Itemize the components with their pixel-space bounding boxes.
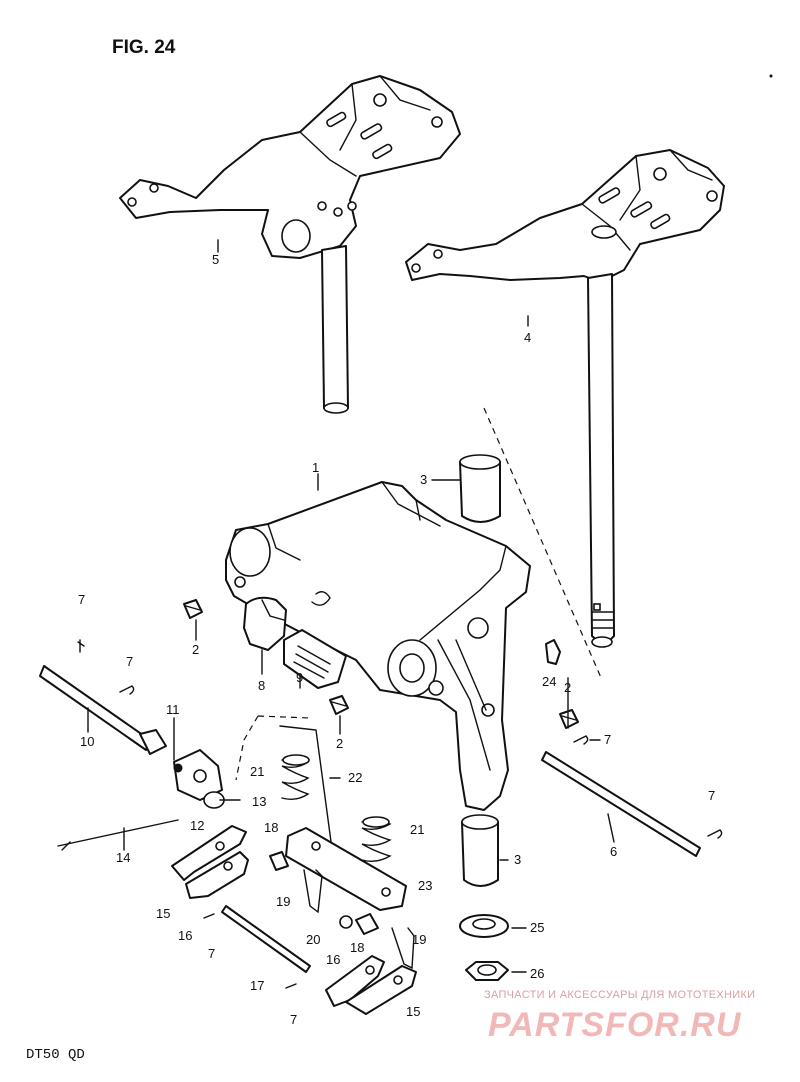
callout-8: 8 [258,678,265,693]
callout-19-a: 19 [276,894,290,909]
lock-rod-part [221,905,311,973]
spring-19-part [303,869,323,914]
grease-nipple-part [559,709,579,729]
callout-23: 23 [418,878,432,893]
rod-part [57,819,179,851]
collar-part [355,913,379,935]
tilt-shaft-left-part [39,665,167,755]
callout-7-c: 7 [604,732,611,747]
callout-2-b: 2 [336,736,343,751]
callout-22: 22 [348,770,362,785]
callout-12: 12 [190,818,204,833]
callout-5: 5 [212,252,219,267]
collar-part [269,851,289,871]
callout-21-a: 21 [250,764,264,779]
spring-19-part [391,927,415,970]
callout-21-b: 21 [410,822,424,837]
lock-plate-left-part [171,825,249,899]
callout-11: 11 [166,702,180,717]
watermark: ЗАПЧАСТИ И АКСЕССУАРЫ ДЛЯ МОТОТЕХНИКИ PA… [484,989,755,1044]
grease-nipple-part [183,599,203,619]
tilt-shaft-right-part [541,751,701,857]
cotter-pin-part [203,913,215,919]
washer-part [459,914,509,938]
callout-4: 4 [524,330,531,345]
cotter-pin-part [77,639,85,653]
grease-nipple-part [329,695,349,715]
lock-plate-right-part [325,955,417,1015]
cap-part [243,596,287,651]
bushing-upper-part [459,454,501,523]
leader-lines [87,239,615,973]
cotter-pin-part [119,685,135,695]
callout-labels: 5 4 1 3 3 7 7 7 7 7 7 2 2 2 8 9 24 10 11… [78,252,715,1027]
pad-part [283,629,347,689]
callout-9: 9 [296,670,303,685]
swivel-bracket-right-part [405,149,725,648]
callout-1: 1 [312,460,319,475]
lever-assembly-part [173,749,225,809]
callout-19-b: 19 [412,932,426,947]
callout-7-f: 7 [290,1012,297,1027]
bushing-lower-part [461,814,499,887]
watermark-caption: ЗАПЧАСТИ И АКСЕССУАРЫ ДЛЯ МОТОТЕХНИКИ [484,989,755,1001]
callout-16-a: 16 [178,928,192,943]
callout-7-a: 7 [78,592,85,607]
washer-20-part [339,915,353,929]
rod-22-part [279,725,335,865]
swivel-bracket-left-part [119,75,461,414]
callout-13: 13 [252,794,266,809]
callout-3-upper: 3 [420,472,427,487]
callout-17: 17 [250,978,264,993]
callout-25: 25 [530,920,544,935]
cotter-pin-part [707,829,723,839]
speck [769,74,773,78]
cotter-pin-part [285,983,297,989]
alignment-line [483,407,603,681]
callout-18-a: 18 [264,820,278,835]
spring-upper-part [281,754,310,801]
callout-7-b: 7 [126,654,133,669]
nut-part [465,961,509,981]
plate-part [285,827,407,911]
watermark-logo: PARTSFOR.RU [488,1006,742,1044]
callout-2-c: 2 [564,680,571,695]
swivel-housing-part [225,481,531,811]
spring-lower-part [361,816,392,863]
callout-26: 26 [530,966,544,981]
cotter-pin-part [573,735,589,745]
callout-7-d: 7 [708,788,715,803]
clip-part [545,639,561,665]
figure-title: FIG. 24 [112,37,176,58]
model-code: DT50 QD [26,1047,85,1063]
callout-24: 24 [542,674,556,689]
callout-2-a: 2 [192,642,199,657]
callout-16-b: 16 [326,952,340,967]
callout-15-a: 15 [156,906,170,921]
callout-6: 6 [610,844,617,859]
callout-18-b: 18 [350,940,364,955]
callout-3-lower: 3 [514,852,521,867]
callout-20: 20 [306,932,320,947]
callout-10: 10 [80,734,94,749]
callout-15-b: 15 [406,1004,420,1019]
callout-14: 14 [116,850,130,865]
callout-7-e: 7 [208,946,215,961]
